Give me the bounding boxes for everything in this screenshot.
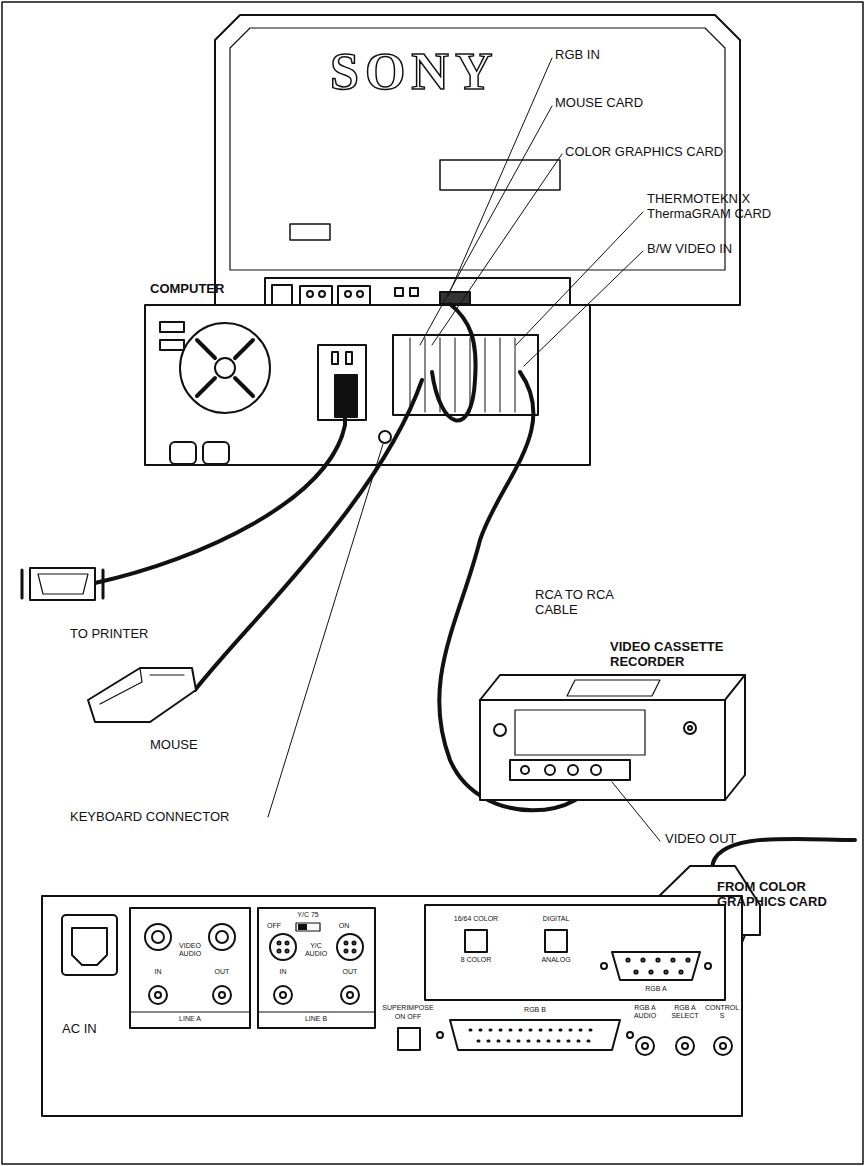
panel-label: LINE A: [150, 1015, 230, 1023]
panel-label: Y/C: [296, 942, 336, 950]
panel-label: ON OFF: [370, 1013, 446, 1021]
panel-label: Y/C 75: [288, 911, 328, 919]
callout-label: FROM COLOR GRAPHICS CARD: [717, 880, 847, 910]
callout-label: RCA TO RCA CABLE: [535, 588, 625, 618]
device-label: COMPUTER: [150, 282, 224, 297]
panel-label: AC IN: [62, 1022, 97, 1037]
panel-label: LINE B: [276, 1015, 356, 1023]
panel-label: IN: [273, 968, 293, 976]
panel-label: 8 COLOR: [436, 956, 516, 964]
device-label: MOUSE: [150, 738, 198, 753]
panel-label: OUT: [336, 968, 364, 976]
panel-label: VIDEO: [170, 942, 210, 950]
panel-label: OFF: [262, 922, 286, 930]
panel-label: ANALOG: [516, 956, 596, 964]
callout-label: THERMOTEKNIX ThermaGRAM CARD: [647, 192, 787, 222]
callout-label: VIDEO OUT: [665, 832, 737, 847]
callout-label: B/W VIDEO IN: [647, 242, 732, 257]
brand-name: SONY: [330, 42, 498, 102]
panel-label: ON: [332, 922, 356, 930]
panel-label: RGB B: [495, 1006, 575, 1014]
panel-label: DIGITAL: [516, 915, 596, 923]
panel-label: RGB A: [626, 985, 686, 993]
panel-label: AUDIO: [296, 950, 336, 958]
panel-label: OUT: [208, 968, 236, 976]
panel-label: RGB A AUDIO: [630, 1004, 660, 1020]
panel-label: 16/64 COLOR: [436, 915, 516, 923]
panel-label: AUDIO: [170, 950, 210, 958]
callout-label: KEYBOARD CONNECTOR: [70, 810, 229, 825]
callout-label: TO PRINTER: [70, 627, 149, 642]
callout-label: MOUSE CARD: [555, 96, 643, 111]
panel-label: IN: [148, 968, 168, 976]
panel-label: RGB A SELECT: [669, 1004, 701, 1020]
panel-label: SUPERIMPOSE: [370, 1004, 446, 1012]
callout-label: COLOR GRAPHICS CARD: [565, 145, 723, 160]
callout-label: RGB IN: [555, 48, 600, 63]
device-label: VIDEO CASSETTE RECORDER: [610, 640, 760, 670]
panel-label: CONTROL S: [704, 1004, 740, 1020]
